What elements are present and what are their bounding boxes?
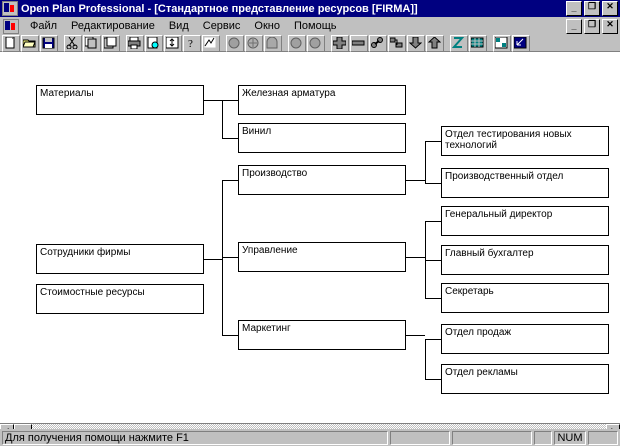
circle-grey-icon[interactable]: [288, 34, 306, 52]
node-proizvodstvennyj[interactable]: Производственный отдел: [441, 168, 609, 198]
connector-line: [204, 100, 222, 101]
paste-icon[interactable]: [102, 34, 120, 52]
circle-pattern-icon[interactable]: [245, 34, 263, 52]
menu-item-view[interactable]: Вид: [168, 20, 189, 32]
node-otdel-testirovaniya[interactable]: Отдел тестирования новых технологий: [441, 126, 609, 156]
document-icon[interactable]: [3, 18, 19, 34]
status-panel-3: [534, 430, 552, 445]
status-panel-2: [452, 430, 532, 445]
connector-line: [406, 180, 425, 181]
node-materialy[interactable]: Материалы: [36, 85, 204, 115]
step-icon[interactable]: [388, 34, 406, 52]
connector-line: [425, 141, 441, 142]
help-question-icon[interactable]: ?: [183, 34, 201, 52]
table-icon[interactable]: [469, 34, 487, 52]
connector-line: [425, 339, 426, 379]
cut-scissors-icon[interactable]: [64, 34, 82, 52]
node-otdel-prodazh[interactable]: Отдел продаж: [441, 324, 609, 354]
window-title: Open Plan Professional - [Стандартное пр…: [21, 2, 418, 15]
menu-item-help[interactable]: Помощь: [293, 20, 337, 32]
menu-bar: Файл Редактирование Вид Сервис Окно Помо…: [0, 17, 620, 35]
minimize-icon: _: [571, 3, 577, 13]
connector-line: [222, 138, 238, 139]
restore-icon: ❐: [587, 1, 597, 11]
mdi-restore-button[interactable]: ❐: [584, 18, 600, 34]
status-panel-1: [390, 430, 450, 445]
app-icon: [2, 1, 18, 16]
window-controls: _ ❐ ✕: [566, 1, 618, 16]
mdi-child-controls: _ ❐ ✕: [566, 18, 618, 34]
node-sotrudniki[interactable]: Сотрудники фирмы: [36, 244, 204, 274]
close-icon: ✕: [606, 1, 614, 11]
connector-line: [425, 183, 441, 184]
mdi-close-button[interactable]: ✕: [602, 18, 618, 34]
connector-line: [406, 335, 425, 336]
node-proizvodstvo[interactable]: Производство: [238, 165, 406, 195]
node-marketing[interactable]: Маркетинг: [238, 320, 406, 350]
connector-line: [222, 335, 238, 336]
mdi-close-icon: ✕: [606, 18, 614, 29]
menu-item-edit[interactable]: Редактирование: [71, 20, 155, 32]
resize-icon[interactable]: [512, 34, 530, 52]
connector-line: [204, 259, 222, 260]
layout-icon[interactable]: [493, 34, 511, 52]
node-upravlenie[interactable]: Управление: [238, 242, 406, 272]
connector-line: [425, 379, 441, 380]
restore-button[interactable]: ❐: [584, 1, 600, 16]
save-disk-icon[interactable]: [40, 34, 58, 52]
print-preview-icon[interactable]: [145, 34, 163, 52]
copy-icon[interactable]: [83, 34, 101, 52]
node-sekretar[interactable]: Секретарь: [441, 283, 609, 313]
connector-line: [425, 141, 426, 183]
svg-text:?: ?: [188, 38, 193, 49]
status-message: Для получения помощи нажмите F1: [2, 430, 388, 445]
menu-item-file[interactable]: Файл: [30, 20, 58, 32]
status-bar: Для получения помощи нажмите F1 NUM: [0, 429, 620, 446]
circle-grey2-icon[interactable]: [307, 34, 325, 52]
connector-line: [222, 100, 223, 138]
connector-line: [425, 221, 441, 222]
connector-line: [222, 100, 238, 101]
status-panel-4: [588, 430, 618, 445]
link-icon[interactable]: [369, 34, 387, 52]
menu-items: Файл Редактирование Вид Сервис Окно Помо…: [23, 19, 566, 33]
mdi-minimize-icon: _: [571, 20, 577, 31]
open-folder-icon[interactable]: [21, 34, 39, 52]
minimize-button[interactable]: _: [566, 1, 582, 16]
connector-line: [425, 260, 441, 261]
plus-icon[interactable]: [331, 34, 349, 52]
status-badge-num: NUM: [554, 430, 586, 445]
node-buhgalter[interactable]: Главный бухгалтер: [441, 245, 609, 275]
node-vinil[interactable]: Винил: [238, 123, 406, 153]
rounded-square-icon[interactable]: [264, 34, 282, 52]
toolbar: ?: [0, 34, 620, 52]
close-button[interactable]: ✕: [602, 1, 618, 16]
find-icon[interactable]: [202, 34, 220, 52]
print-icon[interactable]: [126, 34, 144, 52]
connector-line: [425, 221, 426, 298]
mdi-restore-icon: ❐: [587, 18, 597, 29]
zigzag-icon[interactable]: [450, 34, 468, 52]
sort-icon[interactable]: [164, 34, 182, 52]
up-arrow-icon[interactable]: [426, 34, 444, 52]
new-file-icon[interactable]: [2, 34, 20, 52]
menu-item-service[interactable]: Сервис: [202, 20, 241, 32]
node-stoimostnye[interactable]: Стоимостные ресурсы: [36, 284, 204, 314]
minus-icon[interactable]: [350, 34, 368, 52]
menu-item-window[interactable]: Окно: [254, 20, 280, 32]
circle-filled-icon[interactable]: [226, 34, 244, 52]
node-otdel-reklamy[interactable]: Отдел рекламы: [441, 364, 609, 394]
mdi-minimize-button[interactable]: _: [566, 18, 582, 34]
connector-line: [425, 339, 441, 340]
node-armatura[interactable]: Железная арматура: [238, 85, 406, 115]
node-gendirector[interactable]: Генеральный директор: [441, 206, 609, 236]
connector-line: [425, 298, 441, 299]
connector-line: [222, 257, 238, 258]
down-arrow-icon[interactable]: [407, 34, 425, 52]
title-bar: Open Plan Professional - [Стандартное пр…: [0, 0, 620, 17]
connector-line: [406, 257, 425, 258]
connector-line: [222, 180, 238, 181]
